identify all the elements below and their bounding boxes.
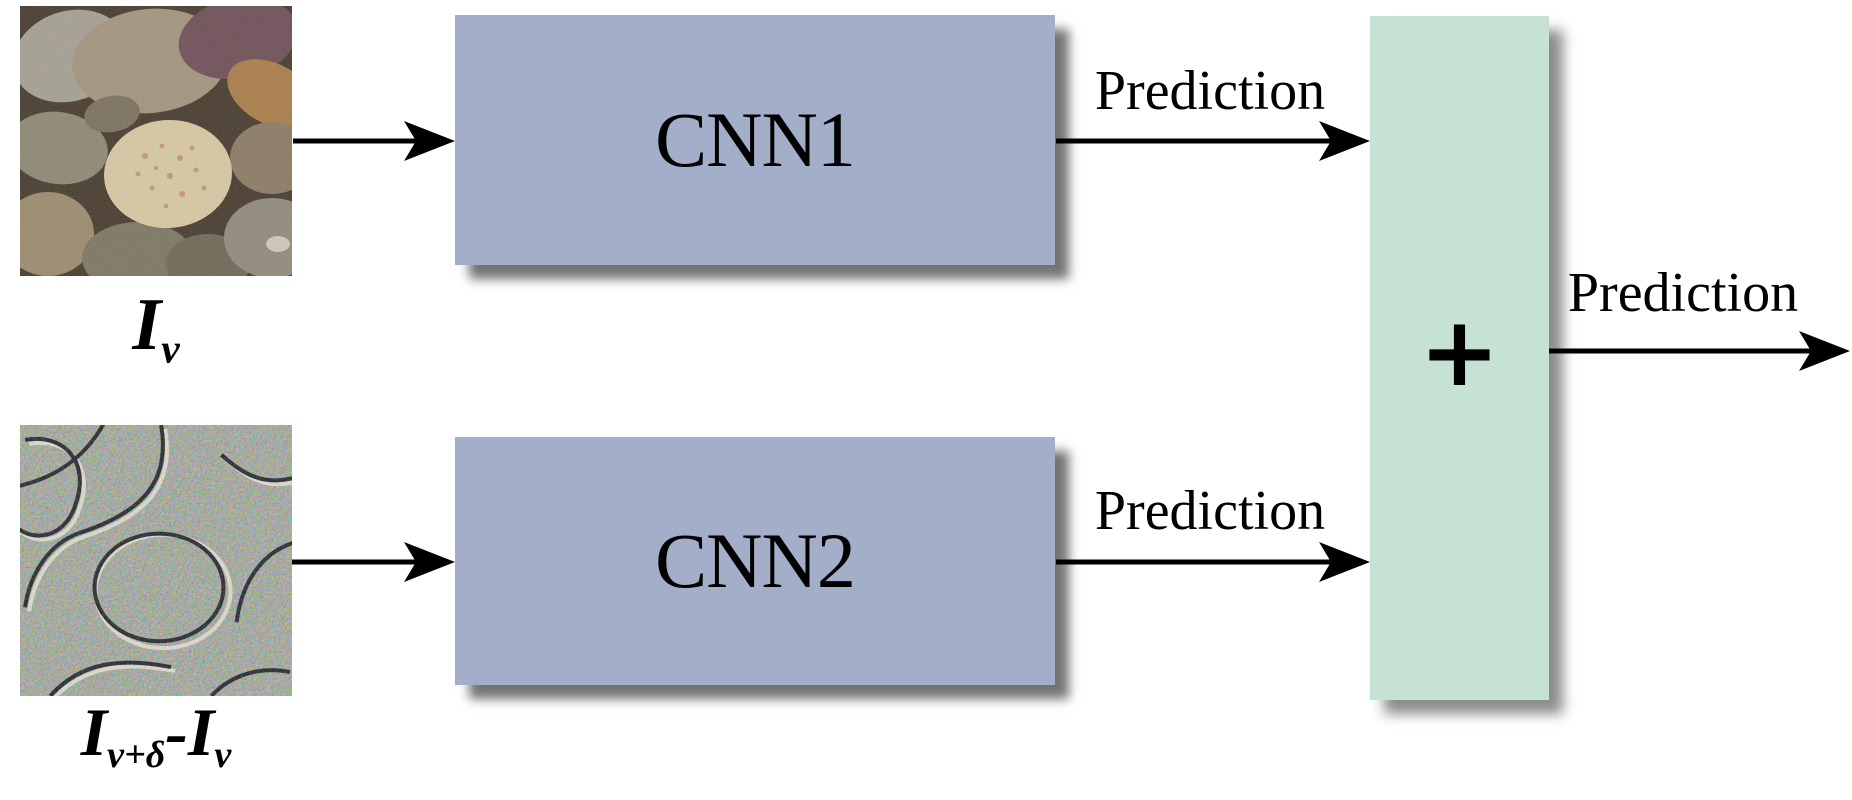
input1-label-base: I	[132, 284, 162, 366]
arrow-input2-to-cnn2	[292, 542, 455, 582]
arrowhead	[1319, 121, 1370, 161]
input2-label-sub1: v+δ	[107, 734, 166, 777]
input2-label: Iv+δ-Iv	[20, 698, 292, 774]
cnn1-label: CNN1	[655, 96, 856, 183]
cnn2-label: CNN2	[655, 517, 856, 604]
input-image-difference	[20, 425, 292, 696]
arrowhead	[404, 121, 455, 161]
input1-label-sub: v	[161, 325, 180, 372]
cnn2-block: CNN2	[455, 437, 1055, 685]
prediction-label-final: Prediction	[1567, 262, 1799, 324]
arrow-cnn1-to-fusion	[1056, 121, 1370, 161]
input2-label-base1: I	[80, 694, 108, 770]
difference-artwork	[20, 425, 292, 696]
plus-operator: +	[1419, 296, 1500, 408]
input2-label-base2: -I	[165, 694, 215, 770]
fusion-block: +	[1370, 16, 1549, 700]
prediction-label-cnn1: Prediction	[1094, 60, 1326, 122]
cnn1-block: CNN1	[455, 15, 1055, 265]
arrow-fusion-to-output	[1549, 331, 1850, 371]
input1-label: Iv	[20, 288, 292, 369]
input-image-pebbles	[20, 6, 292, 276]
arrowhead	[1799, 331, 1850, 371]
input2-label-sub2: v	[214, 734, 232, 777]
arrow-input1-to-cnn1	[293, 121, 455, 161]
arrow-cnn2-to-fusion	[1056, 542, 1370, 582]
arrowhead	[404, 542, 455, 582]
pebbles-artwork	[20, 6, 292, 276]
arrowhead	[1319, 542, 1370, 582]
prediction-label-cnn2: Prediction	[1094, 480, 1326, 542]
